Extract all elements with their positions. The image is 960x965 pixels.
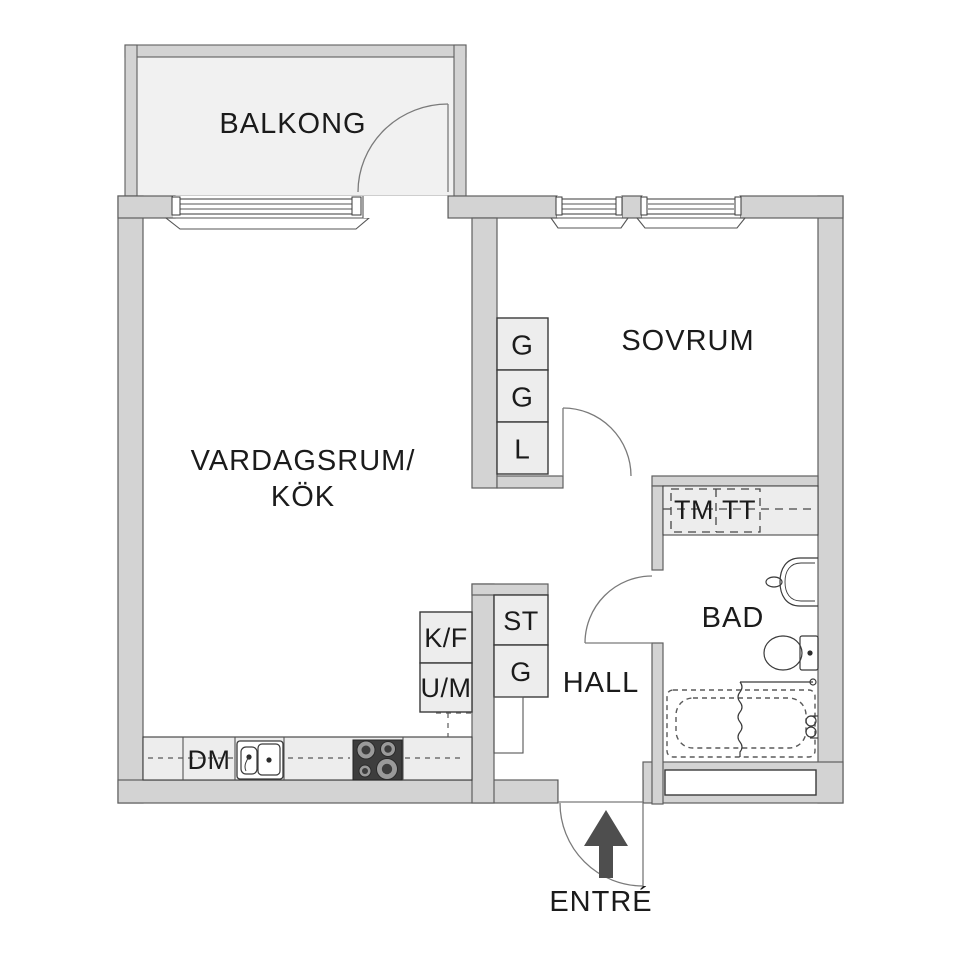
hall-label: HALL — [563, 667, 640, 699]
wall-top-pier — [621, 195, 643, 219]
bedroom-door-swing — [562, 407, 632, 477]
bedroom: SOVRUM G G L — [496, 317, 754, 477]
balcony-wall-top — [124, 44, 467, 58]
balcony-wall-right — [453, 44, 467, 197]
wall-living-bedroom — [471, 217, 498, 489]
sink-faucet — [244, 756, 250, 772]
balcony-floor — [136, 55, 455, 197]
washing-machine-label: TM — [674, 495, 714, 525]
stove — [352, 739, 403, 781]
bathroom-label: BAD — [702, 602, 765, 634]
fridge-freezer-label: K/F — [424, 623, 468, 653]
wall-bath-west-lower — [651, 642, 664, 805]
bathtub — [666, 678, 818, 758]
bathroom-window — [664, 769, 817, 796]
entry-arrow-icon — [584, 810, 628, 878]
laundry-counter — [662, 485, 819, 536]
living-room-label-line1: VARDAGSRUM/ — [191, 445, 416, 477]
entrance-label: ENTRÉ — [549, 885, 652, 918]
bathroom-door-swing — [584, 575, 653, 644]
hall-closet-ledge — [493, 696, 524, 754]
balcony-label: BALKONG — [219, 108, 366, 140]
hall-closet-st-label: ST — [503, 606, 539, 636]
balcony-door-swing — [357, 103, 449, 193]
living-room-window — [164, 196, 371, 230]
exterior-walls — [117, 195, 844, 804]
dishwasher-label: DM — [188, 745, 231, 775]
bedroom-window-1 — [549, 196, 630, 229]
oven-microwave — [419, 662, 473, 713]
wall-top-seg1 — [117, 195, 176, 219]
toilet — [763, 635, 819, 671]
wall-bedroom-stub — [496, 475, 564, 489]
shower-curtain — [737, 681, 743, 757]
closet-g2-label: G — [511, 382, 533, 413]
entry-door-swing — [559, 802, 644, 887]
wall-bath-west-upper — [651, 485, 664, 571]
bedroom-label: SOVRUM — [621, 325, 754, 357]
fridge-freezer — [419, 611, 473, 664]
wall-kitchen-hall — [471, 583, 495, 804]
bedroom-window-2 — [635, 196, 747, 229]
balcony-wall-left — [124, 44, 138, 197]
basin-tap — [765, 576, 783, 588]
wall-left — [117, 195, 144, 804]
hall-closet-st — [493, 594, 549, 646]
closet-g1-label: G — [511, 330, 533, 361]
closet-g2 — [496, 369, 549, 423]
wall-top-seg2 — [447, 195, 558, 219]
hall: HALL ST G — [493, 575, 653, 754]
wall-hall-closet-cap — [471, 583, 549, 596]
wall-bedroom-bath — [651, 475, 819, 487]
window-sill — [164, 217, 371, 230]
closet-linen — [496, 421, 549, 475]
closet-linen-label: L — [514, 434, 530, 465]
balcony: BALKONG — [124, 44, 467, 197]
hall-closet-g-label: G — [510, 657, 532, 687]
washbasin — [765, 557, 818, 607]
entrance: ENTRÉ — [549, 780, 652, 918]
balcony-door — [357, 103, 449, 218]
window-frame — [177, 198, 355, 215]
kitchen-sink — [236, 740, 284, 780]
tumble-dryer-label: TT — [722, 495, 756, 525]
shower-mixer — [805, 715, 818, 739]
oven-microwave-label: U/M — [421, 673, 472, 703]
wall-top-seg3 — [739, 195, 844, 219]
interior-walls — [471, 217, 819, 805]
bathroom: TM TT BAD — [662, 485, 819, 758]
living-kitchen: VARDAGSRUM/ KÖK DM K/F — [142, 445, 473, 781]
wall-right — [817, 195, 844, 804]
living-room-label-line2: KÖK — [271, 481, 335, 513]
